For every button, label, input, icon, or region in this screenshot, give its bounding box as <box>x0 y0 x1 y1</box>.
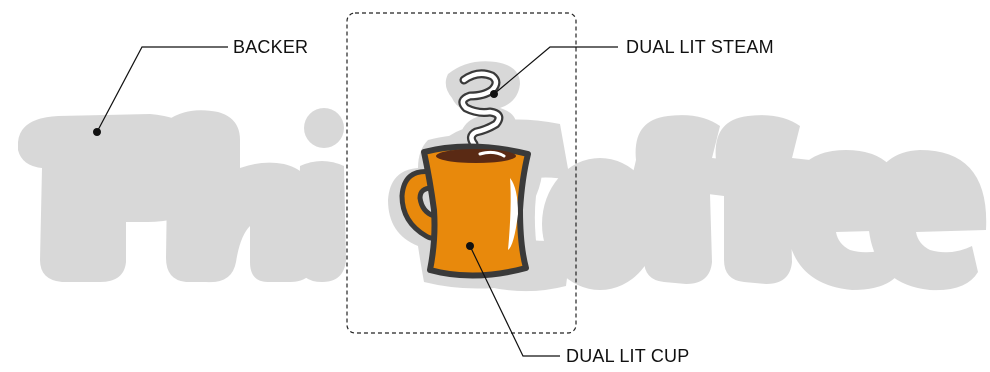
cup-label: DUAL LIT CUP <box>566 346 689 366</box>
steam-label: DUAL LIT STEAM <box>626 37 774 57</box>
steam-leader-line <box>493 46 618 95</box>
backer-letter-f2 <box>708 115 810 284</box>
backer-letter-i <box>298 161 346 282</box>
backer-label: BACKER <box>233 37 308 57</box>
cup-leader-line <box>469 245 560 357</box>
backer-letter-i-dot <box>304 108 344 148</box>
backer-letter-p <box>18 114 213 282</box>
backer-letter-e2 <box>868 150 987 291</box>
mug-highlight <box>508 178 518 250</box>
cup-leader-dot <box>466 242 474 250</box>
backer-letter-h <box>166 110 316 283</box>
coffee-mug-icon <box>399 143 531 279</box>
dual-lit-boundary-box <box>346 12 577 334</box>
mug-coffee-highlight <box>478 150 506 158</box>
backer-letter-f1 <box>628 115 730 284</box>
backer-leader-line <box>96 46 228 133</box>
steam-inner <box>460 71 502 147</box>
steam-leader-dot <box>490 90 498 98</box>
backer-leader-dot <box>93 128 101 136</box>
backer-shape <box>18 108 987 292</box>
mug-body <box>421 143 531 279</box>
